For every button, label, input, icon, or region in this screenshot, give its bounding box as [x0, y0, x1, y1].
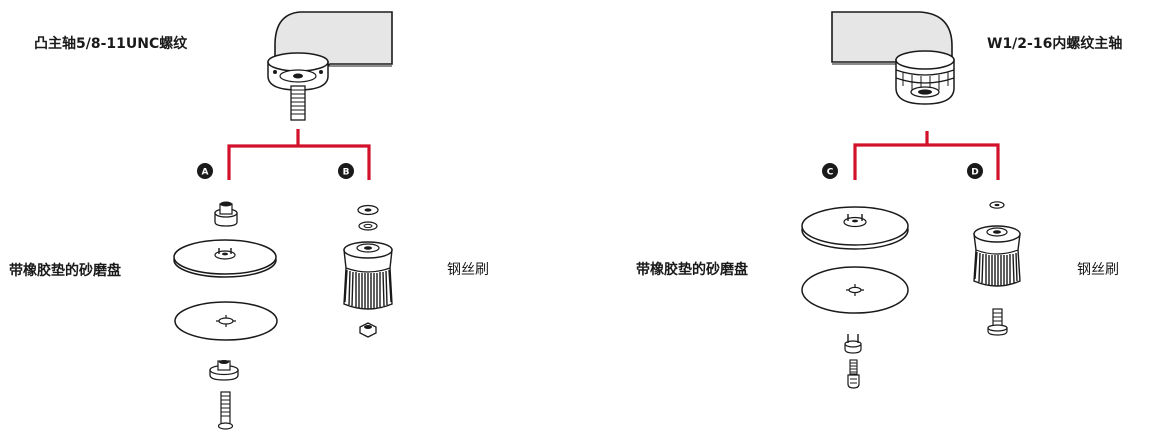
right-screw — [847, 359, 860, 389]
badge-d: D — [967, 163, 983, 179]
left-washer-bottom — [358, 221, 378, 231]
right-washer — [989, 201, 1005, 209]
right-bolt — [987, 308, 1008, 336]
left-flange-nut — [209, 360, 239, 381]
left-spindle-label: 凸主轴5/8-11UNC螺纹 — [34, 35, 188, 52]
svg-text:A: A — [202, 168, 209, 178]
right-pad-label: 带橡胶垫的砂磨盘 — [636, 261, 748, 278]
left-top-nut — [214, 201, 238, 227]
left-hex-nut — [359, 322, 377, 338]
left-brush-label: 钢丝刷 — [447, 262, 489, 278]
right-internal-spindle — [895, 50, 955, 105]
right-wire-brush — [973, 225, 1021, 287]
left-assembly: A B — [9, 11, 489, 430]
right-brush-label: 钢丝刷 — [1077, 262, 1119, 278]
svg-text:C: C — [827, 168, 834, 178]
right-backing-pad — [801, 206, 909, 250]
left-bolt — [217, 391, 234, 430]
left-washer-top — [357, 204, 379, 216]
badge-b: B — [338, 163, 354, 179]
svg-text:D: D — [971, 168, 978, 178]
badge-c: C — [822, 163, 838, 179]
left-spindle-flange — [267, 52, 329, 91]
left-threaded-spindle — [290, 85, 306, 121]
left-sanding-disc — [174, 301, 278, 341]
right-clip-nut — [844, 334, 862, 354]
right-assembly: C D — [636, 11, 1122, 389]
right-bracket — [853, 131, 1000, 180]
left-backing-pad — [173, 239, 277, 278]
svg-text:B: B — [343, 168, 350, 178]
left-bracket — [227, 129, 371, 180]
badge-a: A — [197, 163, 213, 179]
left-wire-brush — [343, 241, 393, 310]
right-sanding-disc — [801, 266, 909, 314]
right-spindle-label: W1/2-16内螺纹主轴 — [987, 35, 1122, 52]
left-pad-label: 带橡胶垫的砂磨盘 — [9, 262, 121, 279]
